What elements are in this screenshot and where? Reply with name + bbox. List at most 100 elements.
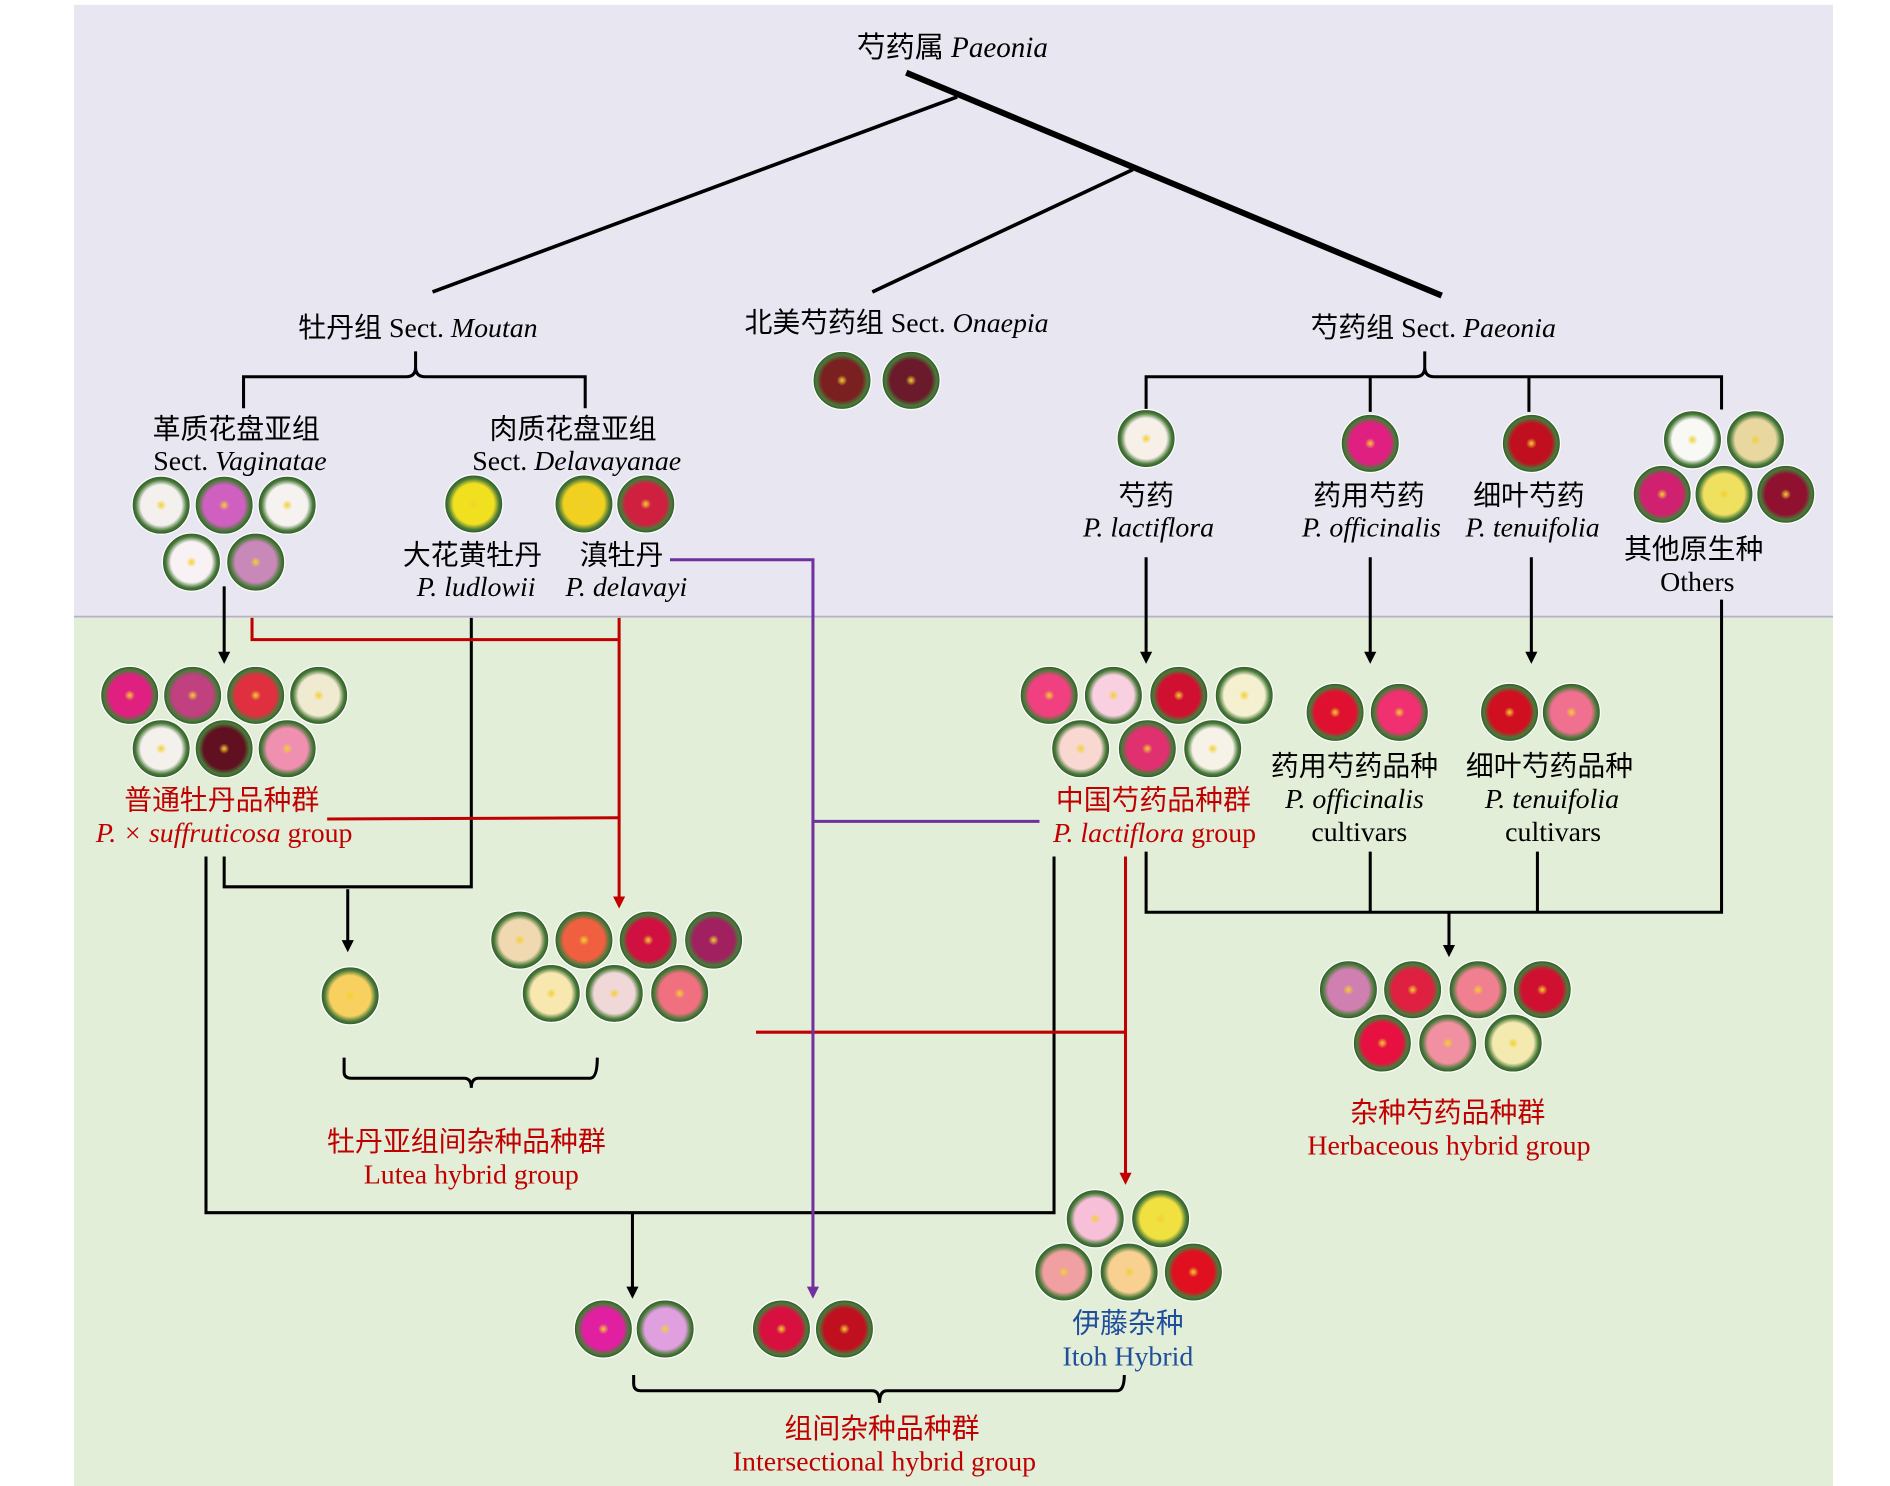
red-hybrid-lines (250, 617, 1128, 1176)
ludlowii-latin: P. ludlowii (416, 572, 536, 603)
flower-photo-herbaceous (1382, 960, 1443, 1020)
flower-photo-suffruticosa (288, 665, 349, 726)
flower-photo-lutea (683, 910, 744, 970)
intersectional-group-cn: 组间杂种品种群 (784, 1413, 979, 1445)
purple-hybrid-lines (669, 558, 1040, 1290)
flower-photo-tenuifolia-cv (1479, 682, 1540, 743)
flower-photos (99, 350, 1816, 1359)
flower-photo-suffruticosa (194, 719, 254, 779)
officinalis-cultivars-cn: 药用芍药品种 (1271, 750, 1438, 782)
officinalis-cultivars-word: cultivars (1311, 817, 1407, 848)
flower-photo-herbaceous (1418, 1013, 1478, 1073)
tenuifolia-latin: P. tenuifolia (1464, 513, 1599, 544)
flower-photo-lactiflora-group (1051, 719, 1111, 779)
subsect-delavayanae-latin: Sect. Delavayanae (472, 446, 681, 477)
flower-photo-vaginatae (257, 475, 317, 535)
arrowheads-black (218, 651, 1538, 1299)
flower-photo-herbaceous (1448, 960, 1508, 1020)
flower-photo-herbaceous (1483, 1013, 1543, 1073)
flower-photo-lutea-single (320, 966, 380, 1026)
flower-photo-lutea (521, 963, 581, 1024)
officinalis-cultivars-latin: P. officinalis (1284, 784, 1424, 815)
flower-photo-lactiflora-group (1149, 665, 1209, 726)
lactiflora-cn: 芍药 (1118, 480, 1174, 512)
tenuifolia-cultivars-word: cultivars (1505, 817, 1601, 848)
lutea-group-en: Lutea hybrid group (364, 1160, 579, 1191)
flower-photo-lactiflora-group (1214, 665, 1274, 726)
flower-photo-lactiflora-group (1019, 665, 1079, 726)
wild-species-panel (73, 4, 1834, 617)
subsect-delavayanae-cn: 肉质花盘亚组 (489, 414, 656, 446)
flower-photo-itoh (1099, 1242, 1159, 1302)
flower-photo-itoh (1163, 1242, 1224, 1302)
subsect-vaginatae-latin: Sect. Vaginatae (153, 446, 326, 477)
flower-photo-intersectional (573, 1299, 634, 1359)
arrowhead-purple (806, 1286, 820, 1299)
flower-photo-delavayi (616, 474, 676, 534)
others-latin: Others (1660, 567, 1734, 598)
flower-photo-lactiflora-group (1083, 665, 1144, 726)
officinalis-latin: P. officinalis (1301, 513, 1441, 544)
flower-photo-intersectional (814, 1299, 875, 1359)
suffruticosa-group-latin: P. × suffruticosa group (95, 818, 353, 849)
flower-photo-delavayi (554, 474, 614, 534)
intersectional-group-en: Intersectional hybrid group (733, 1447, 1036, 1478)
flower-photo-lutea (490, 910, 550, 970)
others-cn: 其他原生种 (1624, 533, 1763, 565)
flower-photo-others (1756, 464, 1816, 524)
flower-photo-vaginatae (161, 532, 222, 592)
flower-photo-others (1632, 464, 1692, 524)
lactiflora-group-cn: 中国芍药品种群 (1056, 784, 1251, 816)
suffruticosa-group-cn: 普通牡丹品种群 (124, 784, 319, 816)
root-label: 芍药属 Paeonia (857, 31, 1048, 64)
tenuifolia-cultivars-latin: P. tenuifolia (1484, 784, 1619, 815)
lutea-group-cn: 牡丹亚组间杂种品种群 (327, 1126, 606, 1158)
flower-photo-itoh (1130, 1189, 1191, 1249)
flower-photo-others (1725, 410, 1786, 470)
phylogeny-lines (204, 69, 1724, 1403)
lactiflora-group-latin: P. lactiflora group (1052, 818, 1256, 849)
flower-photo-vaginatae (194, 475, 254, 535)
flower-photo-intersectional (635, 1299, 695, 1359)
flower-photo-herbaceous (1318, 960, 1379, 1020)
flower-photo-suffruticosa (99, 665, 160, 726)
flower-photo-others (1662, 410, 1723, 470)
flower-photo-itoh (1034, 1242, 1094, 1302)
tenuifolia-cultivars-cn: 细叶芍药品种 (1466, 750, 1633, 782)
flower-photo-suffruticosa (162, 665, 223, 726)
sect-paeonia-label: 芍药组 Sect. Paeonia (1311, 312, 1556, 344)
flower-photo-lactiflora (1116, 408, 1176, 469)
flower-photo-officinalis (1340, 413, 1400, 474)
subsect-vaginatae-cn: 革质花盘亚组 (153, 414, 320, 446)
flower-photo-herbaceous (1512, 960, 1572, 1020)
flower-photo-herbaceous (1352, 1013, 1413, 1073)
flower-photo-vaginatae (131, 475, 191, 535)
flower-photo-onaepia (881, 350, 941, 411)
flower-photo-others (1694, 464, 1754, 524)
flower-photo-lutea (584, 963, 644, 1024)
sect-onaepia-label: 北美芍药组 Sect. Onaepia (744, 307, 1048, 339)
herbaceous-group-en: Herbaceous hybrid group (1307, 1131, 1590, 1162)
flower-photo-intersectional (751, 1299, 812, 1359)
delavayi-latin: P. delavayi (565, 572, 688, 603)
flower-photo-suffruticosa (225, 665, 286, 726)
ludlowii-cn: 大花黄牡丹 (403, 540, 542, 572)
delavayi-cn: 滇牡丹 (580, 540, 664, 572)
flower-photo-suffruticosa (131, 719, 191, 779)
officinalis-cn: 药用芍药 (1313, 480, 1424, 512)
lactiflora-latin: P. lactiflora (1082, 513, 1214, 544)
flower-photo-lactiflora-group (1183, 719, 1243, 779)
flower-photo-tenuifolia (1501, 413, 1562, 474)
flower-photo-itoh (1065, 1189, 1125, 1249)
flower-photo-vaginatae (225, 532, 286, 592)
flower-photo-officinalis-cv (1369, 682, 1429, 743)
flower-photo-suffruticosa (257, 719, 317, 779)
flower-photo-onaepia (812, 350, 872, 411)
flower-photo-tenuifolia-cv (1541, 682, 1602, 743)
flower-photo-lutea (554, 910, 614, 970)
itoh-hybrid-cn: 伊藤杂种 (1072, 1308, 1183, 1340)
flower-photo-officinalis-cv (1305, 682, 1365, 743)
flower-photo-lutea (650, 963, 710, 1024)
flower-photo-lactiflora-group (1117, 719, 1177, 779)
